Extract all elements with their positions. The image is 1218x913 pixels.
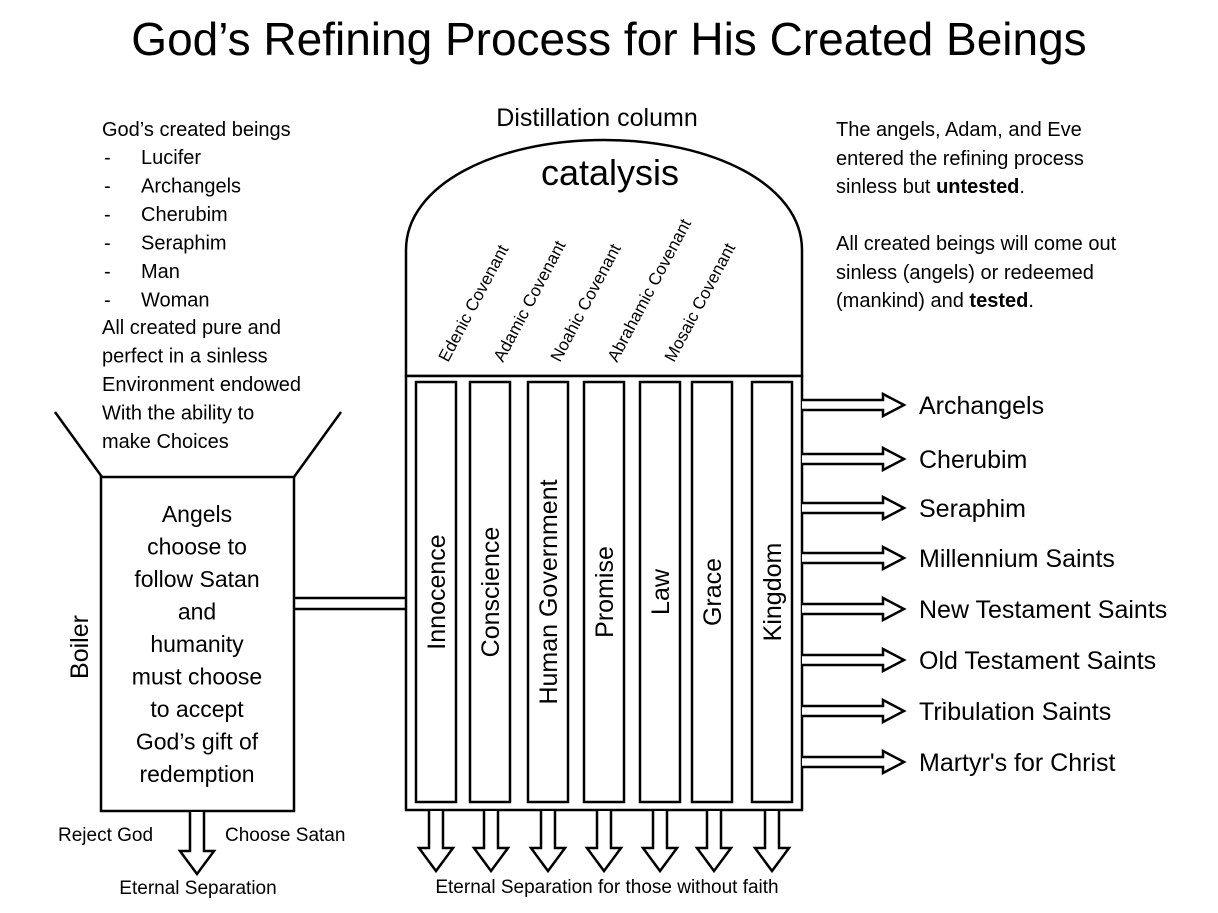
beings-description-line: All created pure and <box>102 317 281 339</box>
note-line: (mankind) and tested. <box>836 290 1034 312</box>
beings-bullet: - <box>104 233 111 255</box>
right-note: The angels, Adam, and Eve entered the re… <box>836 119 1117 312</box>
output-label: Seraphim <box>919 495 1026 523</box>
beings-bullet: - <box>104 204 111 226</box>
note-line: sinless (angels) or redeemed <box>836 262 1094 284</box>
dispensation-label: Conscience <box>477 527 505 658</box>
output-label: Millennium Saints <box>919 545 1115 573</box>
bottom-label: Eternal Separation for those without fai… <box>435 877 778 898</box>
down-arrow <box>471 811 511 874</box>
boiler-text-line: choose to <box>147 534 247 560</box>
funnel-left <box>53 411 104 478</box>
boiler-text-line: Angels <box>162 501 232 527</box>
output-label: New Testament Saints <box>919 596 1167 624</box>
output-label: Tribulation Saints <box>919 698 1111 726</box>
dispensation-tray <box>750 380 794 804</box>
boiler-bottom-label: Eternal Separation <box>119 878 276 899</box>
output-arrow <box>802 595 907 623</box>
output-arrow <box>802 646 907 674</box>
output-arrow <box>802 544 907 572</box>
dispensation-tray <box>526 380 570 804</box>
bottom-arrows <box>416 811 792 874</box>
boiler-label: Boiler <box>66 615 94 679</box>
dispensation-trays: Innocence Conscience Human Government Promi… <box>414 380 794 804</box>
dispensation-tray <box>414 380 458 804</box>
beings-item: Archangels <box>141 176 241 198</box>
beings-item: Lucifer <box>141 147 201 169</box>
beings-bullet: - <box>104 290 111 312</box>
created-beings-list: God’s created beings - Lucifer - Archangels… <box>102 119 301 453</box>
beings-description-line: perfect in a sinless <box>102 346 268 368</box>
output-arrow <box>802 445 907 473</box>
output-label: Martyr's for Christ <box>919 749 1116 777</box>
boiler-text: Angels choose to follow Satan and humanity mu… <box>132 501 262 787</box>
dispensation-label: Human Government <box>535 479 563 704</box>
output-arrow <box>802 697 907 725</box>
dispensation-tray <box>690 380 734 804</box>
note-line: All created beings will come out <box>836 233 1117 255</box>
beings-description-line: Environment endowed <box>102 374 301 396</box>
choose-satan-label: Choose Satan <box>225 825 345 846</box>
boiler-text-line: follow Satan <box>134 566 259 592</box>
note-line: entered the refining process <box>836 148 1084 170</box>
beings-description-line: With the ability to <box>102 403 254 425</box>
beings-bullet: - <box>104 147 111 169</box>
dispensation-tray <box>582 380 626 804</box>
down-arrow <box>694 811 734 874</box>
boiler-text-line: redemption <box>139 761 254 787</box>
diagram-title: God’s Refining Process for His Created B… <box>131 13 1086 65</box>
boiler-text-line: must choose <box>132 664 262 690</box>
boiler-box <box>99 475 296 813</box>
beings-item: Woman <box>141 290 210 312</box>
boiler-text-line: and <box>178 599 216 625</box>
funnel-right <box>292 411 343 478</box>
beings-description-line: make Choices <box>102 431 229 453</box>
column-label: Distillation column <box>496 104 697 132</box>
beings-heading: God’s created beings <box>102 119 291 141</box>
beings-item: Man <box>141 261 180 283</box>
reject-god-label: Reject God <box>58 825 153 846</box>
dispensation-label: Kingdom <box>759 543 787 642</box>
boiler-down-arrow <box>177 812 217 877</box>
beings-item: Seraphim <box>141 233 227 255</box>
down-arrow <box>528 811 568 874</box>
note-line: sinless but untested. <box>836 176 1025 198</box>
beings-bullet: - <box>104 176 111 198</box>
boiler-text-line: humanity <box>150 631 244 657</box>
boiler-text-line: to accept <box>150 696 244 722</box>
down-arrow <box>640 811 680 874</box>
column-dome <box>404 138 804 378</box>
dispensation-tray <box>638 380 682 804</box>
output-arrow <box>802 391 907 419</box>
down-arrow <box>584 811 624 874</box>
output-arrow <box>802 748 907 776</box>
dispensation-label: Innocence <box>423 534 451 649</box>
dispensation-label: Grace <box>699 558 727 626</box>
dispensation-tray <box>468 380 512 804</box>
down-arrow <box>416 811 456 874</box>
dispensation-label: Law <box>647 568 675 615</box>
dispensation-label: Promise <box>591 546 619 638</box>
beings-bullet: - <box>104 261 111 283</box>
note-line: The angels, Adam, and Eve <box>836 119 1082 141</box>
beings-item: Cherubim <box>141 204 228 226</box>
dome-label: catalysis <box>541 152 679 193</box>
output-label: Old Testament Saints <box>919 647 1156 675</box>
down-arrow <box>752 811 792 874</box>
output-label: Cherubim <box>919 446 1027 474</box>
boiler-text-line: God’s gift of <box>136 729 259 755</box>
output-arrow <box>802 494 907 522</box>
output-label: Archangels <box>919 392 1044 420</box>
